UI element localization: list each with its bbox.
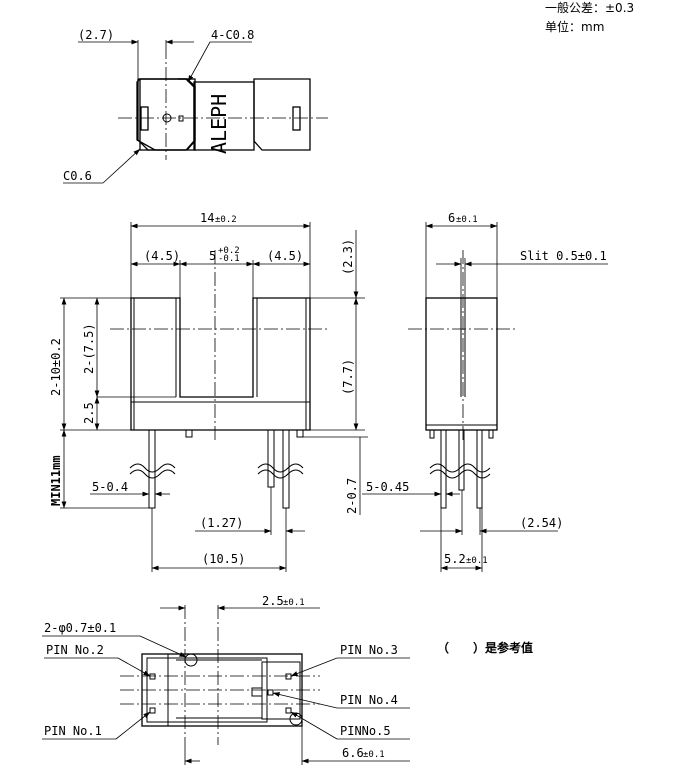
side-span-tol: ±0.1 [466,556,488,566]
dim-offset-label: (2.7) [78,28,114,42]
slit-label: Slit 0.5±0.1 [520,249,607,263]
front-slot-tol-minus: -0.1 [218,254,240,264]
front-view: 14 ±0.2 (4.5) 5 +0.2 -0.1 (4.5) (2.3) (7… [49,211,368,572]
chamfer-1-label: C0.6 [63,169,92,183]
front-mid-dim: (7.7) [341,359,355,395]
pin5-label: PINNo.5 [340,724,391,738]
reference-note: （ ）是参考值 [437,640,533,655]
bottom-pitch-tol: ±0.1 [283,598,305,608]
side-view: 6 ±0.1 Slit 0.5±0.1 5-0.45 (2.54) 5.2 ±0… [362,211,608,572]
pin2-label: PIN No.2 [46,643,104,657]
front-height-label: 2-10±0.2 [49,338,63,396]
pin4-label: PIN No.4 [340,693,398,707]
chamfer-4-label: 4-C0.8 [211,28,254,42]
front-right-label: (4.5) [267,249,303,263]
side-pitch-label: (2.54) [520,516,563,530]
pin-length-label: MIN11mm [49,455,63,506]
front-slot-tol-plus: +0.2 [218,246,240,256]
side-span-label: 5.2 [444,552,466,566]
tolerance-note: 一般公差：±0.3 [545,0,634,15]
front-top-dim: (2.3) [341,239,355,275]
unit-note: 单位：mm [545,19,604,34]
side-width-tol: ±0.1 [456,215,478,225]
side-width-label: 6 [448,211,455,225]
pin1-label: PIN No.1 [44,724,102,738]
pin3-label: PIN No.3 [340,643,398,657]
front-pin-thick-label: 2-0.7 [345,478,359,514]
front-view-outline [130,297,311,431]
bottom-view: 2.5 ±0.1 2-φ0.7±0.1 PIN No.2 PIN No.3 PI… [42,594,410,765]
front-pitch-label: (1.27) [200,516,243,530]
front-slot-label: 5 [209,249,216,263]
front-width-tol: ±0.2 [215,215,237,225]
bottom-width-label: 6.6 [342,746,364,760]
hole-label: 2-φ0.7±0.1 [44,621,116,635]
top-view: ALEPH (2.7) 4-C0.8 C0.6 [63,28,328,184]
side-pin-width-label: 5-0.45 [366,480,409,494]
bottom-pitch-label: 2.5 [262,594,284,608]
front-width-label: 14 [200,211,214,225]
front-pin-width-label: 5-0.4 [92,480,128,494]
bottom-width-tol: ±0.1 [363,750,385,760]
front-base-label: 2.5 [82,402,96,424]
front-span-label: (10.5) [202,552,245,566]
front-left-label: (4.5) [144,249,180,263]
front-inner-label: 2-(7.5) [82,323,96,374]
brand-mark: ALEPH [207,94,231,154]
